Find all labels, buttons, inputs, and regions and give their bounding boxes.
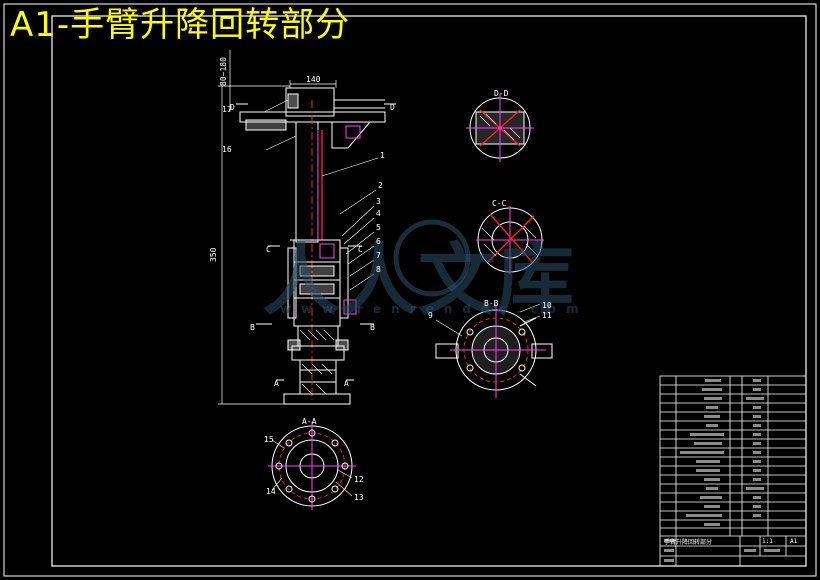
dim-top-range: 80~180 <box>219 57 228 86</box>
title-block <box>659 375 807 567</box>
view-label-aa: A-A <box>302 417 317 426</box>
dim-350: 350 <box>209 247 218 262</box>
section-mark-b-right: B <box>370 323 375 332</box>
part-number-17: 17 <box>222 105 232 114</box>
view-dd <box>466 94 534 162</box>
section-mark-b-left: B <box>250 323 255 332</box>
title-block-drawing-name: 手臂升降回转部分 <box>664 538 712 546</box>
part-number-13: 13 <box>354 493 364 502</box>
section-mark-d-right: D <box>390 103 395 112</box>
watermark-url: www.renrendoc.com <box>280 302 589 316</box>
view-label-dd: D-D <box>494 89 509 98</box>
part-number-16: 16 <box>222 145 232 154</box>
part-number-10: 10 <box>542 301 552 310</box>
part-number-9: 9 <box>428 311 433 320</box>
part-number-6: 6 <box>376 237 381 246</box>
part-number-12: 12 <box>354 475 364 484</box>
part-number-5: 5 <box>376 223 381 232</box>
part-number-14: 14 <box>266 487 276 496</box>
part-number-4: 4 <box>376 209 381 218</box>
view-bb <box>435 303 553 398</box>
main-elevation-view <box>218 50 396 405</box>
section-mark-d-left: D <box>230 103 235 112</box>
title-block-sheet: A1 <box>790 538 798 545</box>
part-number-11: 11 <box>542 311 552 320</box>
inner-border <box>51 15 807 567</box>
part-number-15: 15 <box>264 435 274 444</box>
part-number-7: 7 <box>376 251 381 260</box>
view-label-bb: B-B <box>484 299 499 308</box>
section-mark-a-left: A <box>274 379 279 388</box>
dim-140: 140 <box>306 75 321 84</box>
view-aa <box>268 422 356 510</box>
view-label-cc: C-C <box>492 199 507 208</box>
watermark-circle <box>393 219 471 297</box>
title-block-scale: 1:1 <box>762 538 773 545</box>
part-number-2: 2 <box>378 181 383 190</box>
section-mark-c-right: C <box>358 245 363 254</box>
part-number-1: 1 <box>380 151 385 160</box>
view-cc <box>476 206 544 274</box>
section-mark-c-left: C <box>266 245 271 254</box>
part-number-8: 8 <box>376 265 381 274</box>
part-number-3: 3 <box>376 197 381 206</box>
outer-border <box>3 3 817 577</box>
watermark-logo: 人人文库 <box>262 235 575 326</box>
section-mark-a-right: A <box>344 379 349 388</box>
drawing-title: A1-手臂升降回转部分 <box>10 5 351 45</box>
